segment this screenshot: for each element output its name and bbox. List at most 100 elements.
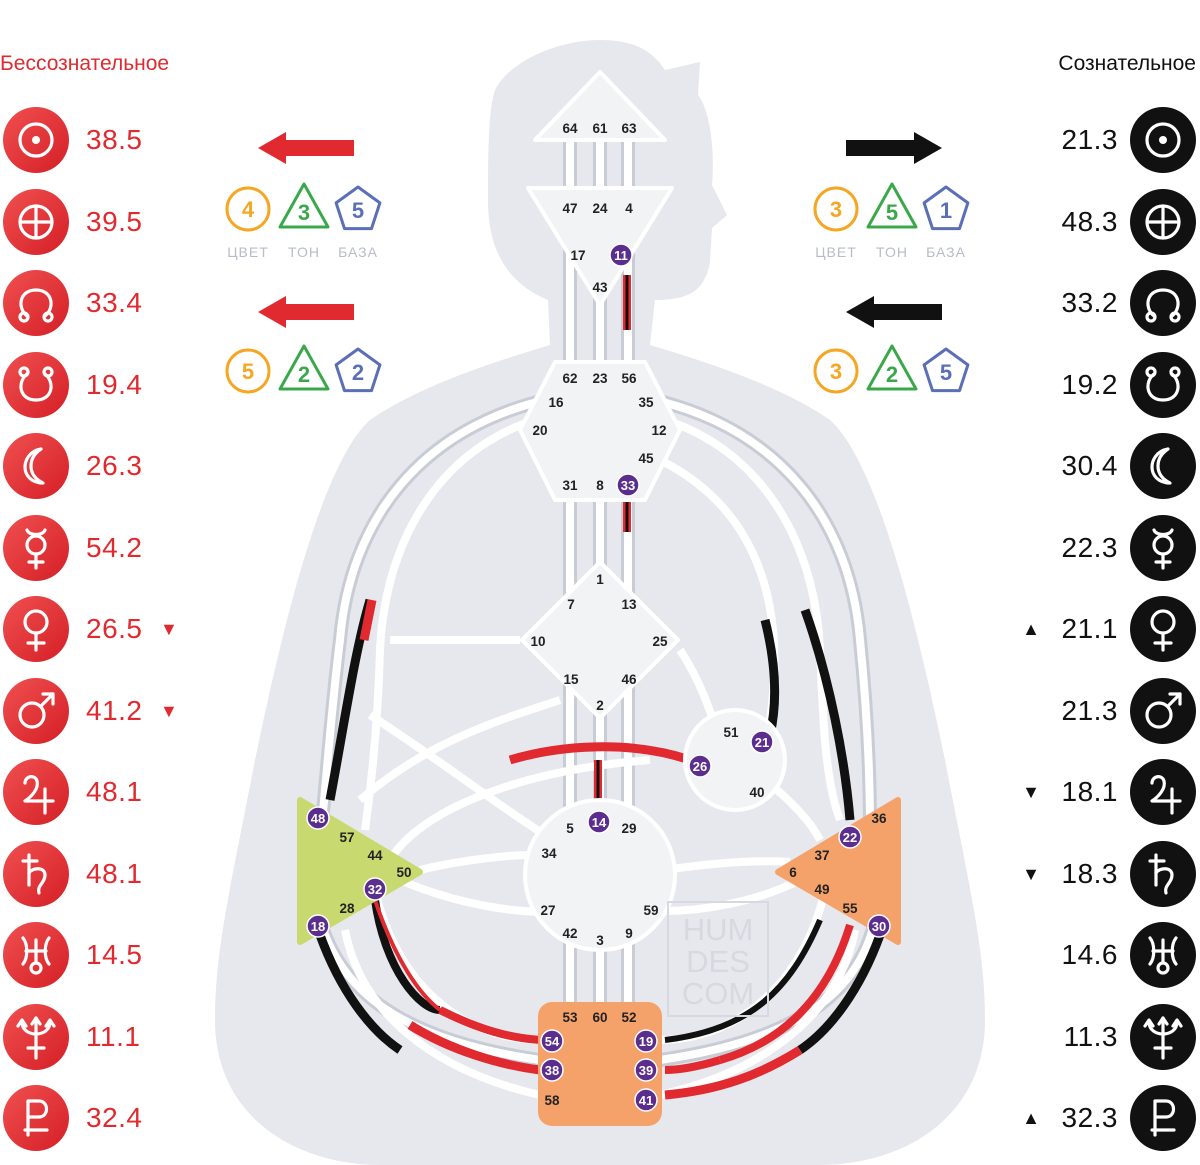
unconscious-top-tone-triangle [278,182,330,229]
variable-label: ЦВЕТ [227,244,269,260]
venus-icon [1130,596,1196,662]
gate-8: 8 [596,478,604,493]
gate-3: 3 [596,933,604,948]
mars-icon [3,677,69,744]
gate-40: 40 [749,785,764,800]
planet-value: 19.4 [86,368,143,400]
exalted-marker: ▲ [1022,1108,1040,1128]
gate-15: 15 [563,672,579,687]
gate-25: 25 [652,634,668,649]
gate-64: 64 [562,121,578,136]
unconscious-sun-row: 38.5 [0,104,200,174]
conscious-top-color-circle [813,186,859,232]
gate-56: 56 [621,371,637,386]
gate-39: 39 [639,1063,653,1078]
planet-value: 26.3 [86,450,143,481]
gate-58: 58 [544,1093,560,1108]
gate-17: 17 [570,248,585,263]
planet-value: 14.6 [1061,939,1118,970]
moon-icon [1130,433,1196,499]
gate-53: 53 [562,1010,578,1025]
gate-10: 10 [530,634,545,649]
gate-45: 45 [638,451,654,466]
planet-value: 18.3 [1061,857,1118,889]
watermark-line-1: HUM [683,912,754,947]
gate-13: 13 [621,597,637,612]
gate-38-marker [540,1058,564,1082]
base-value: 5 [352,198,364,223]
conscious-bottom-tone-triangle [866,344,918,391]
variable-label: ТОН [876,244,908,260]
gate-63: 63 [621,121,637,136]
mercury-icon [1130,514,1196,581]
gate-16: 16 [548,395,564,410]
planet-value: 48.1 [86,857,143,889]
color-value: 4 [242,197,255,222]
gate-36: 36 [871,811,887,826]
gate-34: 34 [541,846,557,861]
tone-value: 5 [886,200,898,225]
gate-22: 22 [843,830,857,845]
gate-38: 38 [545,1063,559,1078]
gate-51: 51 [723,725,739,740]
conscious-bottom-color-circle [813,348,859,394]
gate-47: 47 [562,201,577,216]
conscious-pluto-row: 32.3▲ [1000,1082,1200,1152]
conscious-top-base-pentagon [922,185,970,231]
active-channels [315,275,885,1100]
unconscious-top-base-pentagon [334,185,382,231]
conscious-mercury-row: 22.3 [1000,512,1200,582]
watermark: HUM DES COM [667,901,769,1017]
g-center [520,560,680,720]
planet-value: 54.2 [86,531,143,563]
pluto-icon [3,1085,69,1151]
conscious-top-arrow [846,132,942,164]
exalted-marker: ▲ [1022,619,1040,639]
earth-icon [1130,188,1196,255]
gate-24: 24 [592,201,608,216]
unconscious-moon-row: 26.3 [0,430,200,500]
unconscious-pluto-row: 32.4 [0,1082,200,1152]
conscious-uranus-row: 14.6 [1000,919,1200,989]
gate-22-marker [838,825,862,849]
gate-26-marker [688,754,712,778]
color-value: 5 [242,359,254,384]
planet-value: 32.4 [86,1102,143,1133]
planet-value: 48.3 [1061,205,1118,237]
base-value: 2 [352,360,364,385]
conscious-earth-row: 48.3 [1000,186,1200,256]
unconscious-mars-row: 41.2▼ [0,675,200,745]
saturn-icon [3,840,69,907]
root-center [538,1002,662,1126]
conscious-bottom-base-pentagon [922,347,970,393]
gate-39-marker [634,1058,658,1082]
gate-31: 31 [562,478,578,493]
unconscious-bottom-base-pentagon [334,347,382,393]
earth-icon [3,188,69,255]
gate-29: 29 [621,821,636,836]
gate-59: 59 [643,903,658,918]
conscious-moon-row: 30.4 [1000,430,1200,500]
conscious-mars-row: 21.3 [1000,675,1200,745]
gate-61: 61 [592,121,608,136]
pluto-icon [1130,1085,1196,1151]
gate-11-marker [609,243,633,267]
gate-18: 18 [311,919,325,934]
gate-28: 28 [339,901,355,916]
planet-value: 21.3 [1061,124,1118,155]
unconscious-uranus-row: 14.5 [0,919,200,989]
unconscious-south-node-row: 19.4 [0,349,200,419]
unconscious-mercury-row: 54.2 [0,512,200,582]
conscious-saturn-row: 18.3▼ [1000,838,1200,908]
mercury-icon [3,514,69,581]
neptune-icon [1130,1003,1196,1070]
gate-23: 23 [592,371,608,386]
unconscious-jupiter-row: 48.1 [0,756,200,826]
conscious-north-node-row: 33.2 [1000,267,1200,337]
detriment-marker: ▼ [160,619,178,639]
sacral-center [523,798,677,952]
gate-9: 9 [625,926,633,941]
gate-41-marker [634,1088,658,1112]
